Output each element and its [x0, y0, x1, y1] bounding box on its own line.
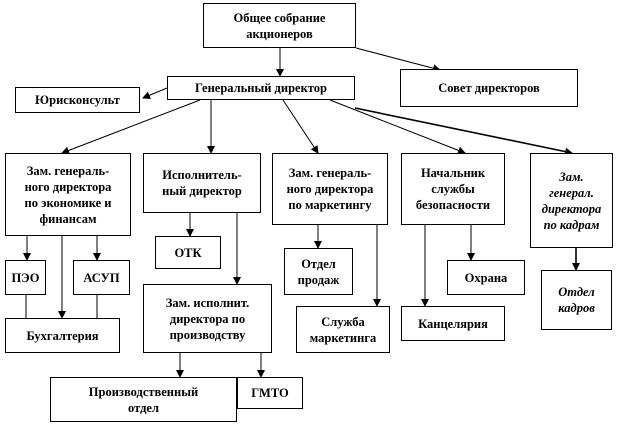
node-general-director: Генеральный директор — [167, 76, 355, 100]
arrow-shareholders-board — [355, 47, 441, 73]
node-security-head: Начальник службы безопасности — [401, 153, 505, 225]
node-peo: ПЭО — [5, 260, 46, 295]
node-deputy-production: Зам. исполнит. директора по производству — [143, 284, 272, 353]
node-gmto: ГМТО — [237, 377, 303, 409]
node-shareholders: Общее собрание акционеров — [203, 3, 356, 48]
node-sales-dept: Отдел продаж — [284, 248, 353, 295]
node-marketing-service: Служба маркетинга — [296, 306, 390, 353]
arrow-gd-legal — [142, 87, 168, 99]
node-guard: Охрана — [447, 260, 525, 295]
node-deputy-hr: Зам. генерал. директора по кадрам — [530, 153, 613, 248]
node-asup: АСУП — [73, 260, 130, 295]
node-office: Канцелярия — [401, 306, 505, 341]
node-otk: ОТК — [155, 236, 221, 269]
node-production-dept: Производственный отдел — [50, 377, 237, 422]
node-accounting: Бухгалтерия — [5, 318, 120, 353]
node-legal: Юрисконсульт — [15, 87, 140, 113]
node-deputy-economy: Зам. генераль- ного директора по экономи… — [5, 153, 131, 236]
node-board: Совет директоров — [400, 69, 578, 107]
node-executive-director: Исполнитель- ный директор — [143, 153, 261, 213]
node-hr-dept: Отдел кадров — [541, 270, 612, 330]
node-deputy-marketing: Зам. генераль- ного директора по маркети… — [272, 153, 388, 225]
